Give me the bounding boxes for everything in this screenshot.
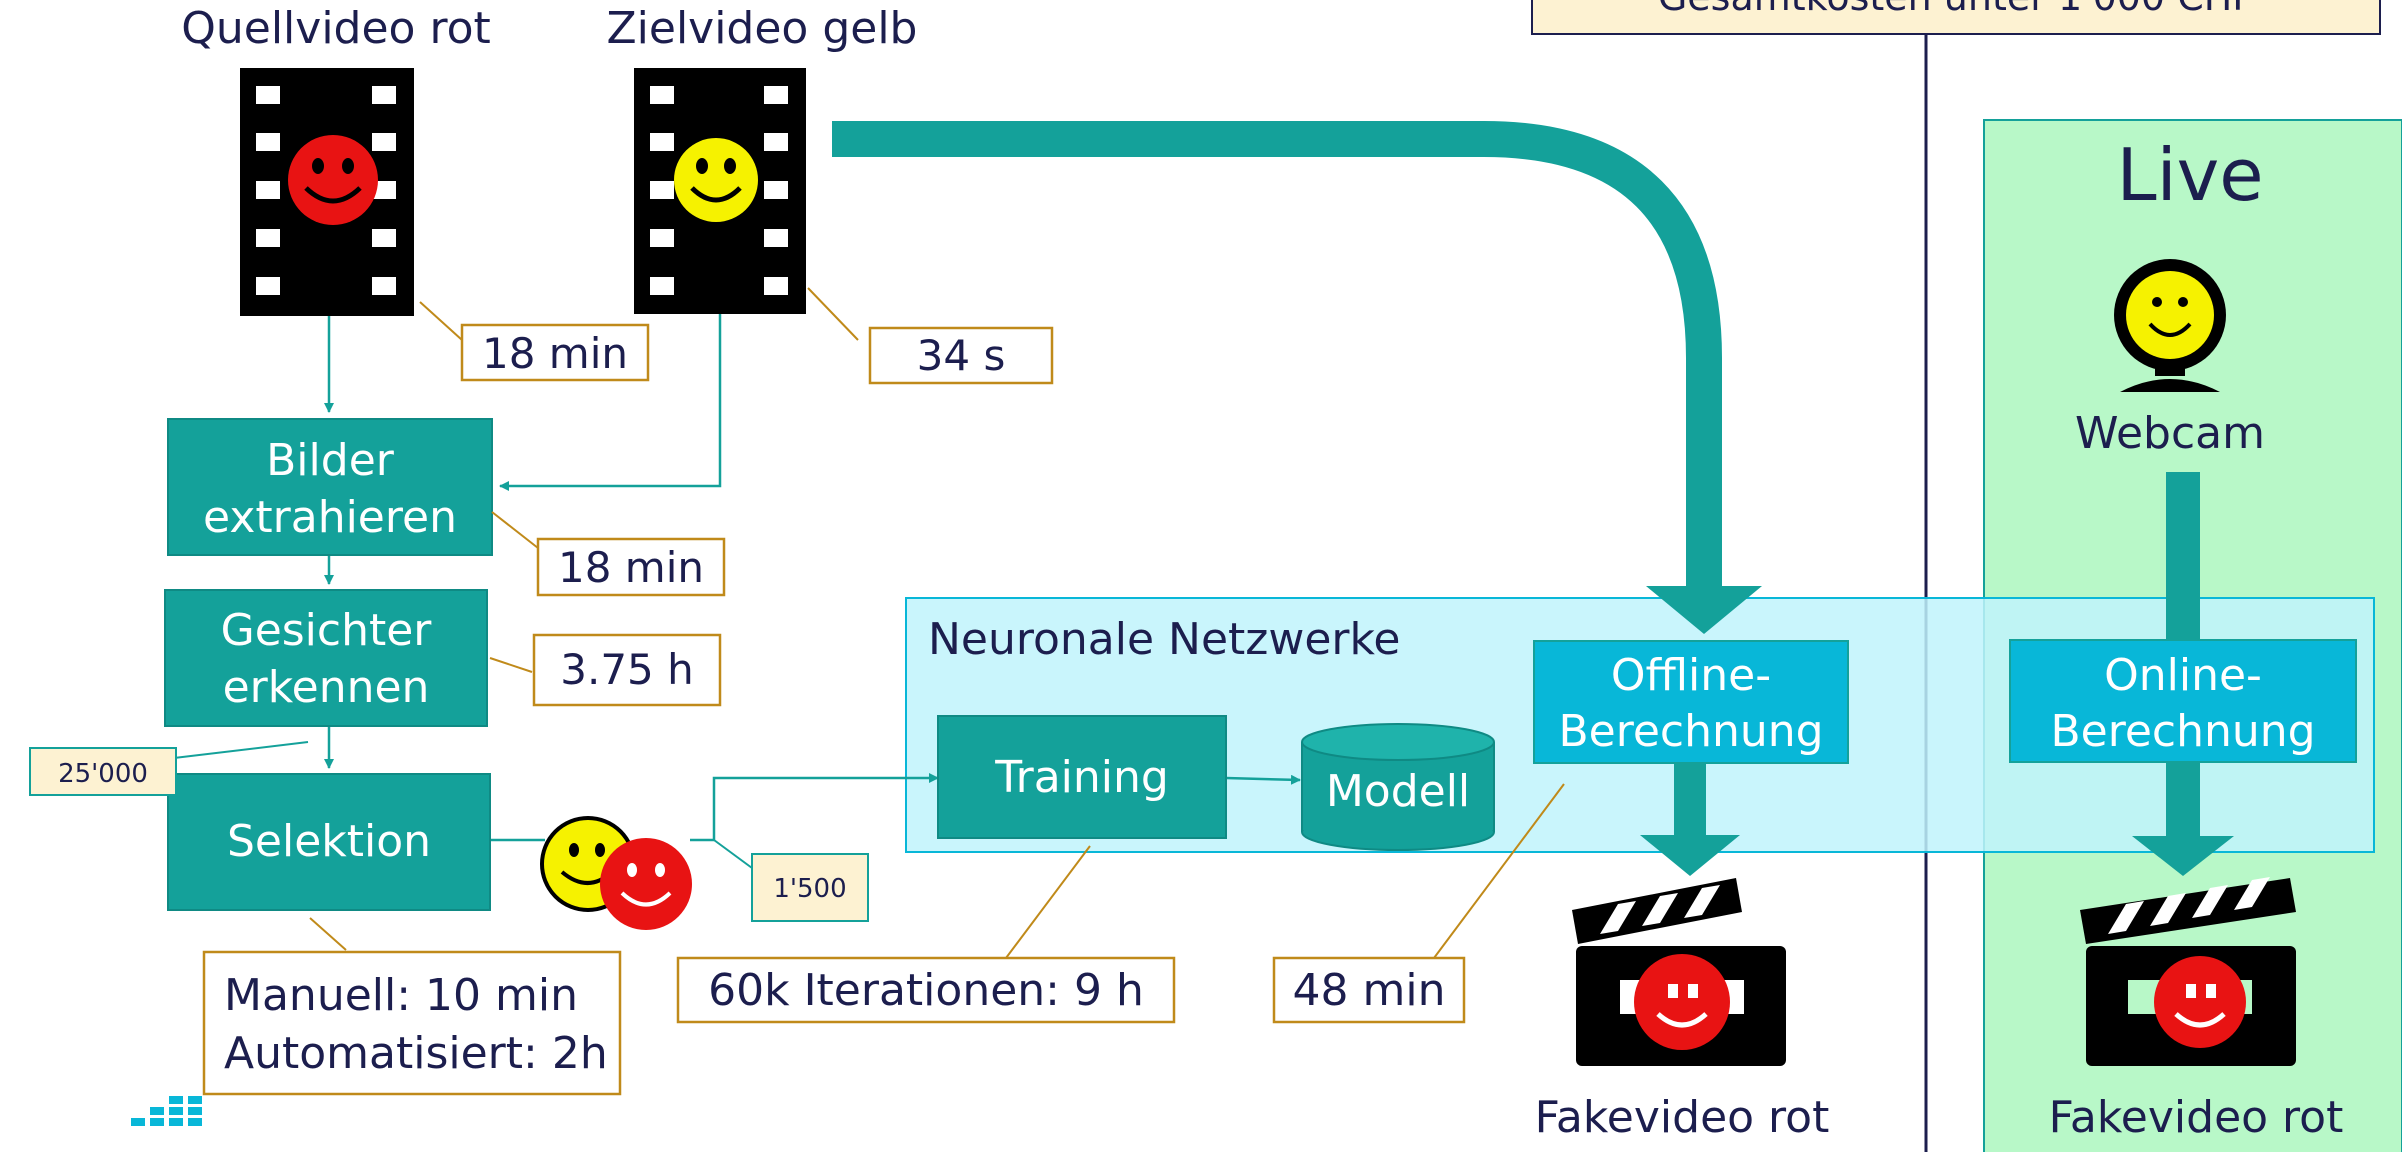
model-cylinder bbox=[1301, 723, 1495, 851]
online-box bbox=[2009, 639, 2357, 763]
online-label-2: Berechnung bbox=[2050, 706, 2315, 757]
fake-video-offline-label: Fakevideo rot bbox=[1535, 1092, 1830, 1143]
offline-to-fake-arrow-body bbox=[1674, 763, 1706, 837]
target-time-leader bbox=[807, 287, 859, 341]
target-film-icon bbox=[634, 68, 806, 314]
selection-to-training-line bbox=[690, 773, 939, 842]
target-to-offline-arrow-head bbox=[1646, 586, 1762, 634]
offline-label-2: Berechnung bbox=[1558, 706, 1823, 757]
extract-time-leader bbox=[491, 511, 539, 549]
target-to-offline-arrow-body bbox=[832, 121, 1722, 590]
training-label: Training bbox=[994, 752, 1169, 803]
faces-count-callout bbox=[29, 747, 177, 796]
training-note-leader bbox=[1005, 845, 1091, 959]
cost-banner-text: Gesamtkosten unter 1'000 CHF bbox=[1658, 0, 2254, 19]
extract-label-2: extrahieren bbox=[203, 492, 457, 543]
source-video-title: Quellvideo rot bbox=[181, 3, 491, 54]
online-to-fake-arrow-head bbox=[2132, 836, 2234, 876]
source-film-icon bbox=[240, 68, 414, 316]
online-label-1: Online- bbox=[2104, 650, 2262, 701]
extract-time-callout bbox=[536, 537, 726, 597]
target-time-callout bbox=[868, 326, 1054, 385]
offline-label-1: Offline- bbox=[1611, 650, 1771, 701]
selected-faces-icon bbox=[540, 816, 692, 930]
offline-to-fake-arrow-head bbox=[1640, 835, 1740, 876]
selection-note-callout bbox=[202, 950, 622, 1096]
fake-video-live-label: Fakevideo rot bbox=[2049, 1092, 2344, 1143]
faces-box bbox=[164, 589, 488, 727]
target-video-title: Zielvideo gelb bbox=[607, 3, 918, 54]
selection-count-callout bbox=[751, 853, 869, 922]
offline-time-leader bbox=[1433, 783, 1565, 959]
faces-time-leader bbox=[489, 657, 533, 673]
training-box bbox=[937, 715, 1227, 839]
fake-video-live-clapperboard-icon bbox=[2080, 877, 2296, 1066]
offline-box bbox=[1533, 640, 1849, 764]
source-time: 18 min bbox=[482, 329, 628, 378]
target-to-extract-line bbox=[499, 314, 722, 491]
faces-time: 3.75 h bbox=[560, 645, 694, 694]
cost-banner bbox=[1531, 0, 2381, 35]
online-to-fake-arrow-body bbox=[2166, 762, 2200, 838]
fake-video-clapperboard-icon bbox=[1572, 878, 1786, 1066]
offline-time: 48 min bbox=[1293, 965, 1446, 1016]
selection-label: Selektion bbox=[227, 816, 431, 867]
extract-box bbox=[167, 418, 493, 556]
neural-network-title: Neuronale Netzwerke bbox=[928, 614, 1401, 665]
extract-time: 18 min bbox=[558, 543, 704, 592]
selection-note-1: Manuell: 10 min bbox=[224, 970, 578, 1021]
webcam-to-online-arrow bbox=[2166, 472, 2200, 642]
training-note-callout bbox=[676, 956, 1176, 1024]
training-note: 60k Iterationen: 9 h bbox=[708, 965, 1144, 1016]
faces-label-2: erkennen bbox=[223, 662, 430, 713]
faces-count: 25'000 bbox=[58, 759, 148, 789]
target-time: 34 s bbox=[917, 331, 1006, 380]
selection-count-leader bbox=[713, 839, 753, 869]
selection-note-leader bbox=[309, 917, 347, 951]
selection-box bbox=[167, 773, 491, 911]
offline-time-callout bbox=[1272, 956, 1466, 1024]
extract-label-1: Bilder bbox=[266, 435, 395, 486]
source-time-callout bbox=[460, 323, 650, 382]
logo-icon bbox=[131, 1096, 202, 1126]
selection-count: 1'500 bbox=[773, 874, 846, 904]
live-title: Live bbox=[2116, 133, 2263, 217]
faces-count-leader bbox=[173, 741, 309, 759]
training-to-model-line bbox=[1225, 774, 1301, 785]
webcam-label: Webcam bbox=[2075, 408, 2265, 459]
faces-time-callout bbox=[532, 633, 722, 707]
model-label: Modell bbox=[1326, 766, 1470, 817]
selection-note-2: Automatisiert: 2h bbox=[224, 1028, 608, 1079]
source-time-leader bbox=[419, 301, 463, 341]
faces-label-1: Gesichter bbox=[221, 605, 433, 656]
webcam-icon bbox=[2114, 259, 2226, 392]
